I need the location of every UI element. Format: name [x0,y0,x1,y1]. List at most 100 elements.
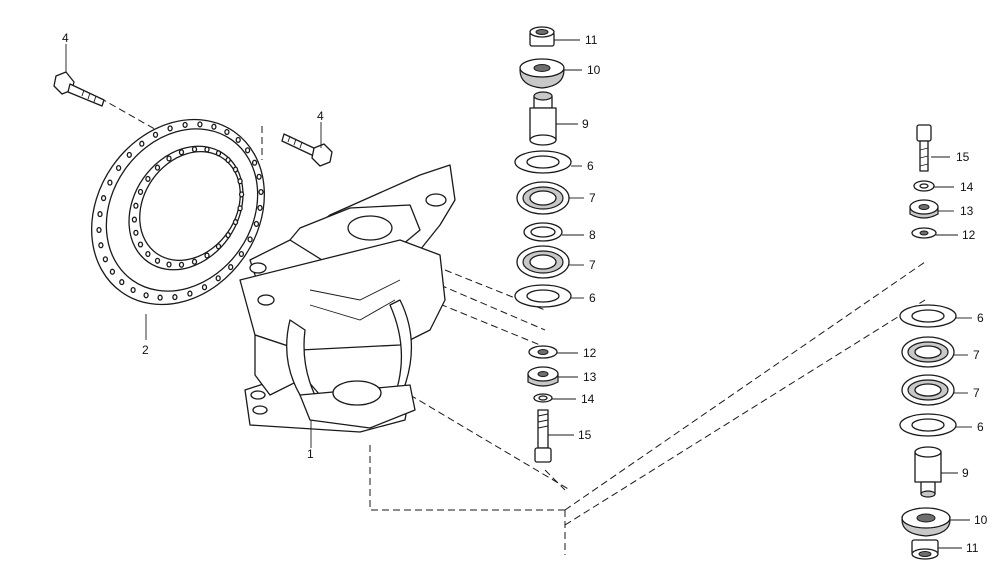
outer-bolt-hole [119,279,125,286]
lock-washer-14 [533,393,553,403]
bearing-7-right-lower [901,374,955,406]
outer-bolt-hole [157,294,163,301]
castle-nut-11 [529,26,555,47]
inner-bolt-hole [154,257,161,264]
inner-bolt-hole [232,166,239,173]
inner-bolt-hole [191,146,198,153]
inner-bolt-hole [225,232,231,239]
callout-10: 10 [587,63,601,77]
cap-10-right [901,507,951,537]
washer-12 [528,345,558,359]
callout-12-right: 12 [962,228,976,242]
outer-bolt-hole [244,147,251,154]
outer-bolt-hole [182,121,188,128]
callout-13: 13 [583,370,597,384]
callout-7-right-lower: 7 [973,386,980,400]
callout-9: 9 [582,117,589,131]
slewing-ring [91,118,265,306]
callout-1: 1 [307,447,314,461]
outer-bolt-hole [238,250,245,258]
bearing-7-upper [516,181,570,215]
outer-bolt-hole [247,236,253,243]
pin-9 [529,91,557,146]
callout-8: 8 [589,228,596,242]
callout-labels: 4 4 2 1 11 10 9 6 7 8 7 6 12 13 14 15 15… [62,31,988,555]
callout-9-right: 9 [962,466,969,480]
inner-bolt-hole [133,202,139,209]
outer-bolt-hole [251,159,258,166]
turret-frame [239,164,456,433]
leader-lines [65,39,972,549]
callout-7-upper: 7 [589,191,596,205]
inner-bolt-hole [131,216,138,223]
ring-bolt-holes [96,121,264,301]
outer-bolt-hole [215,275,221,282]
outer-bolt-hole [235,136,241,143]
bolt-middle [281,133,333,167]
outer-bolt-hole [109,268,116,275]
cap-10 [519,58,565,89]
inner-bolt-hole [225,156,231,164]
thrust-washer-6-upper [514,150,572,174]
bolt-15-right [916,124,932,172]
outer-bolt-hole [257,204,263,211]
callout-11: 11 [585,33,598,47]
bearing-7-lower [516,245,570,279]
washer-13-right [909,199,939,219]
callout-2: 2 [142,343,149,357]
outer-bolt-hole [98,242,104,249]
inner-bolt-hole [232,219,239,226]
callout-4-left: 4 [62,31,69,45]
callout-15-right: 15 [956,150,970,164]
callout-6-right-upper: 6 [977,311,984,325]
inner-bolt-hole [237,178,243,185]
inner-bolt-hole [133,229,139,236]
outer-bolt-hole [211,123,217,130]
outer-bolt-hole [96,226,102,234]
inner-bolt-hole [178,149,185,156]
callout-15: 15 [578,428,592,442]
inner-bolt-hole [238,191,245,198]
inner-bolt-hole [145,175,151,182]
inner-bolt-hole [166,261,172,268]
thrust-washer-6-right-upper [899,304,957,328]
outer-bolt-hole [130,286,136,294]
outer-bolt-hole [172,294,178,301]
pin-9-right [914,446,942,498]
inner-bolt-hole [191,258,198,265]
outer-bolt-hole [97,211,103,218]
outer-bolt-hole [258,188,264,196]
inner-bolt-hole [215,243,222,250]
outer-bolt-hole [197,121,203,128]
callout-14: 14 [581,392,595,406]
callout-6-upper: 6 [587,159,594,173]
bolt-15 [534,409,552,463]
outer-bolt-hole [256,173,262,180]
outer-bolt-hole [107,179,113,186]
outer-bolt-hole [139,140,145,147]
thrust-washer-6-lower [514,284,572,308]
bearing-7-right-upper [901,336,955,368]
outer-bolt-hole [201,284,208,291]
callout-13-right: 13 [960,204,974,218]
castle-nut-11-right [911,539,939,560]
callout-14-right: 14 [960,180,974,194]
outer-bolt-hole [152,131,159,138]
outer-bolt-hole [126,151,132,158]
outer-bolt-hole [115,164,122,172]
outer-bolt-hole [187,290,193,297]
outer-bolt-hole [224,128,230,136]
inner-bolt-hole [215,150,222,157]
inner-bolt-hole [204,252,210,259]
inner-bolt-hole [154,164,161,171]
outer-bolt-hole [100,195,107,202]
lock-washer-14-right [913,180,935,192]
outer-bolt-hole [253,220,260,227]
thrust-washer-6-right-lower [899,413,957,437]
inner-bolt-hole [145,250,151,258]
callout-6-right-lower: 6 [977,420,984,434]
callout-11-right: 11 [966,541,979,555]
bolt-upper-left [53,71,105,107]
callout-12: 12 [583,346,597,360]
